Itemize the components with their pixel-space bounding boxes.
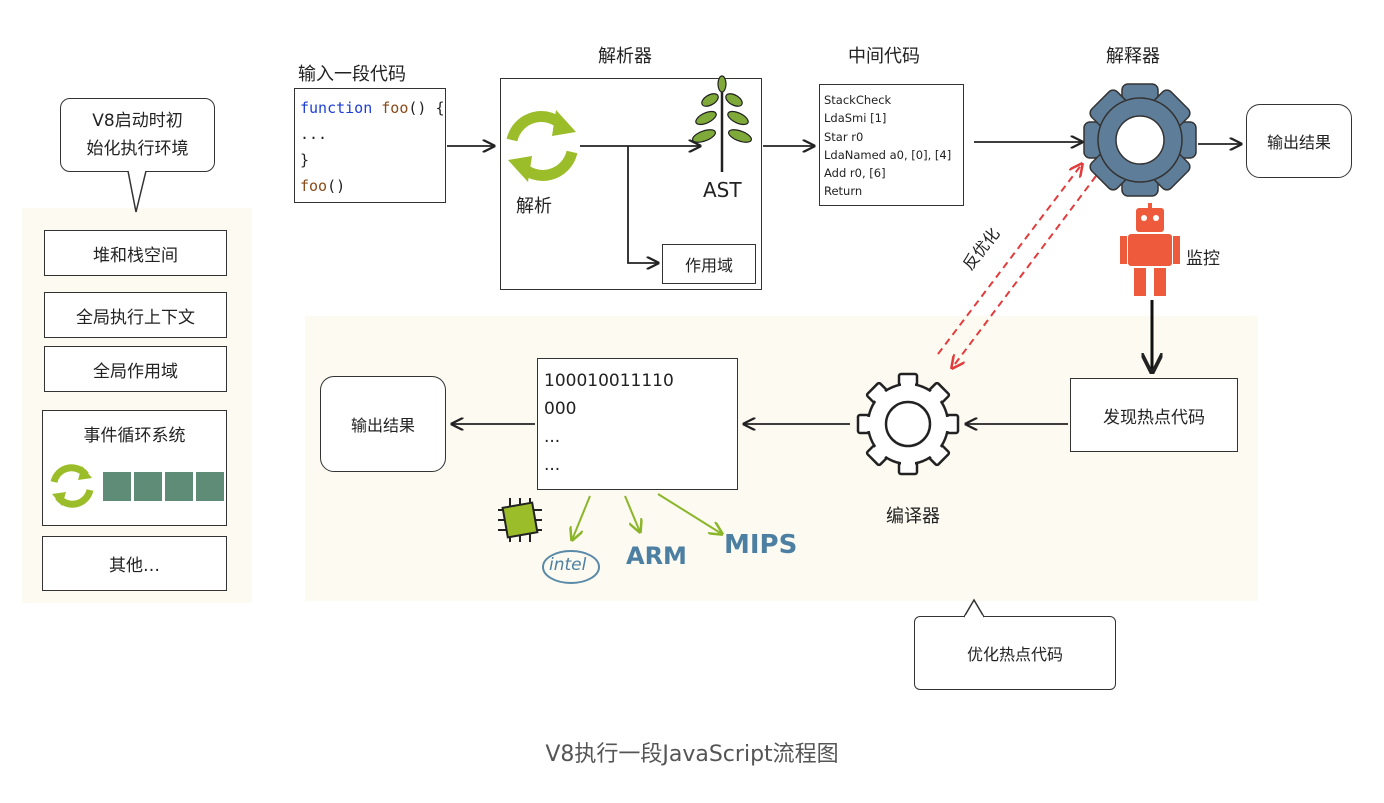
bytecode-line: LdaNamed a0, [0], [4] bbox=[824, 147, 952, 162]
hot-code-box: 发现热点代码 bbox=[1070, 378, 1238, 452]
bytecode-box: StackCheck LdaSmi [1] Star r0 LdaNamed a… bbox=[819, 84, 964, 206]
monitor-label: 监控 bbox=[1186, 249, 1220, 269]
global-context-label: 全局执行上下文 bbox=[76, 307, 195, 328]
arrow-parse-to-scope bbox=[627, 146, 658, 263]
bytecode-line: LdaSmi [1] bbox=[824, 111, 887, 126]
bytecode-line: Add r0, [6] bbox=[824, 166, 886, 181]
mips-label: MIPS bbox=[724, 530, 798, 560]
bubble-line-2: 始化执行环境 bbox=[86, 139, 189, 159]
scope-box: 作用域 bbox=[662, 244, 756, 284]
event-loop-cycle-icon bbox=[50, 464, 94, 508]
intel-label: intel bbox=[549, 555, 587, 575]
intel-swoosh-icon bbox=[542, 550, 600, 584]
cpu-chip-icon bbox=[498, 498, 542, 542]
code-fn-name: foo bbox=[381, 99, 409, 117]
input-code-title: 输入一段代码 bbox=[298, 64, 406, 85]
code-signature: () { bbox=[408, 99, 445, 117]
optimize-bubble: 优化热点代码 bbox=[914, 616, 1116, 690]
code-keyword: function bbox=[300, 99, 373, 117]
bytecode-title: 中间代码 bbox=[848, 46, 920, 67]
compiler-panel bbox=[305, 316, 1258, 601]
parse-cycle-icon bbox=[506, 110, 578, 182]
optimize-label: 优化热点代码 bbox=[966, 645, 1063, 664]
arrow-to-intel bbox=[572, 495, 591, 540]
bytecode-line: Star r0 bbox=[824, 129, 864, 144]
hot-code-label: 发现热点代码 bbox=[1103, 407, 1205, 428]
interpreter-gear-icon bbox=[1083, 83, 1197, 197]
code-close: } bbox=[300, 151, 310, 169]
heap-stack-label: 堆和栈空间 bbox=[93, 245, 178, 266]
global-scope-box: 全局作用域 bbox=[44, 346, 227, 392]
others-box: 其他… bbox=[42, 536, 227, 591]
machine-code-line: ... bbox=[544, 455, 561, 475]
bubble-tail bbox=[127, 169, 147, 213]
compiler-title: 编译器 bbox=[886, 506, 940, 527]
source-code-box: function foo() { ... } foo() bbox=[294, 88, 446, 203]
parse-label: 解析 bbox=[516, 196, 552, 217]
compiler-output-label: 输出结果 bbox=[350, 416, 415, 435]
parser-title: 解析器 bbox=[598, 46, 652, 67]
interpreter-title: 解释器 bbox=[1106, 46, 1160, 67]
event-loop-label: 事件循环系统 bbox=[83, 426, 186, 446]
machine-code-line: ... bbox=[544, 427, 561, 447]
intel-logo: intel bbox=[541, 547, 601, 587]
optimize-bubble-tail bbox=[963, 598, 985, 619]
code-call-paren: () bbox=[327, 177, 346, 195]
code-dots: ... bbox=[300, 125, 328, 143]
compiler-gear-icon bbox=[856, 372, 960, 476]
bubble-line-1: V8启动时初 bbox=[92, 111, 183, 131]
figure-caption: V8执行一段JavaScript流程图 bbox=[545, 742, 839, 767]
others-label: 其他… bbox=[109, 556, 160, 576]
arrow-to-arm bbox=[624, 495, 640, 532]
ast-tree-icon bbox=[691, 75, 753, 172]
queue-cell bbox=[196, 472, 224, 501]
robot-monitor-icon bbox=[1120, 203, 1180, 296]
machine-code-box: 100010011110 000 ... ... bbox=[537, 358, 738, 490]
init-bubble: V8启动时初 始化执行环境 bbox=[60, 98, 215, 172]
machine-code-line: 100010011110 bbox=[544, 371, 674, 391]
deopt-arrow-down bbox=[952, 175, 1097, 368]
interpreter-output-label: 输出结果 bbox=[1266, 133, 1331, 152]
queue-cell bbox=[103, 472, 131, 501]
queue-cell bbox=[165, 472, 193, 501]
compiler-output-box: 输出结果 bbox=[320, 376, 446, 472]
deopt-arrow-up bbox=[937, 164, 1082, 355]
global-context-box: 全局执行上下文 bbox=[44, 292, 227, 338]
machine-code-line: 000 bbox=[544, 399, 577, 419]
scope-label: 作用域 bbox=[684, 256, 733, 275]
ast-label: AST bbox=[703, 178, 742, 202]
arrow-to-mips bbox=[657, 493, 722, 534]
code-call-fn: foo bbox=[300, 177, 328, 195]
heap-stack-box: 堆和栈空间 bbox=[44, 230, 227, 276]
arm-label: ARM bbox=[626, 542, 687, 570]
interpreter-output-box: 输出结果 bbox=[1246, 104, 1352, 178]
bytecode-line: Return bbox=[824, 184, 863, 199]
bytecode-line: StackCheck bbox=[824, 93, 892, 107]
queue-cell bbox=[134, 472, 162, 501]
global-scope-label: 全局作用域 bbox=[93, 361, 178, 382]
